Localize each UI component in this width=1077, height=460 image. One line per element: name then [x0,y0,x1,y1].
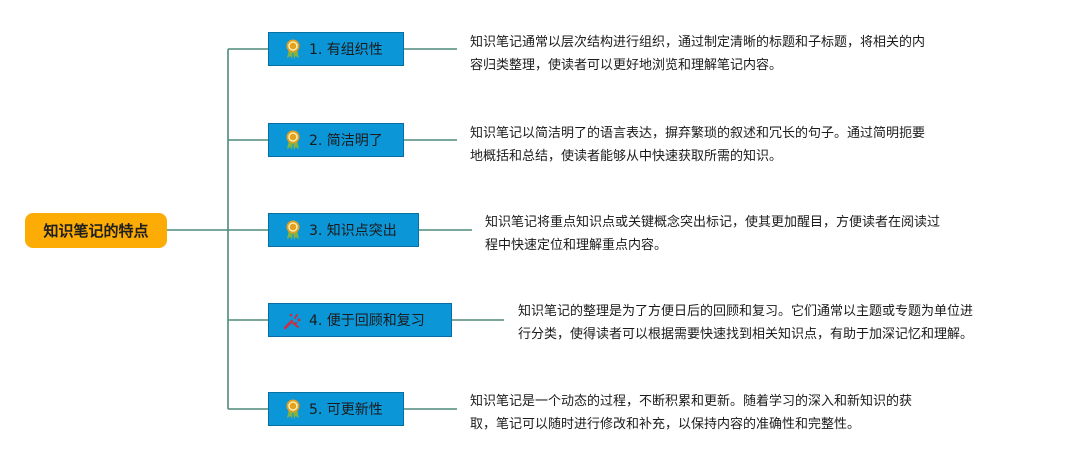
desc-line: 知识笔记是一个动态的过程，不断积累和更新。随着学习的深入和新知识的获 [470,394,913,409]
branch-label-1: 1. 有组织性 [309,42,383,58]
desc-line: 地概括和总结，使读者能够从中快速获取所需的知识。 [470,149,783,164]
ribbon-badge-icon [283,219,303,241]
desc-line: 容归类整理，使读者可以更好地浏览和理解笔记内容。 [470,58,783,73]
ribbon-badge-icon [283,129,303,151]
branch-label-3: 3. 知识点突出 [309,223,397,239]
branch-node-5[interactable]: 5. 可更新性 [268,392,404,426]
branch-node-1[interactable]: 1. 有组织性 [268,32,404,66]
branch-label-4: 4. 便于回顾和复习 [309,313,425,329]
branch-desc-3: 知识笔记将重点知识点或关键概念突出标记，使其更加醒目，方便读者在阅读过 程中快速… [485,211,940,257]
branch-desc-4: 知识笔记的整理是为了方便日后的回顾和复习。它们通常以主题或专题为单位进 行分类，… [518,300,973,346]
ribbon-badge-icon [283,398,303,420]
root-node[interactable]: 知识笔记的特点 [25,213,167,248]
branch-label-5: 5. 可更新性 [309,402,383,418]
branch-label-2: 2. 简洁明了 [309,133,383,149]
branch-desc-2: 知识笔记以简洁明了的语言表达，摒弃繁琐的叙述和冗长的句子。通过简明扼要 地概括和… [470,122,925,168]
root-label: 知识笔记的特点 [43,222,149,240]
desc-line: 行分类，使得读者可以根据需要快速找到相关知识点，有助于加深记忆和理解。 [518,327,974,342]
desc-line: 知识笔记的整理是为了方便日后的回顾和复习。它们通常以主题或专题为单位进 [518,304,974,319]
desc-line: 知识笔记通常以层次结构进行组织，通过制定清晰的标题和子标题，将相关的内 [470,35,926,50]
desc-line: 知识笔记以简洁明了的语言表达，摒弃繁琐的叙述和冗长的句子。通过简明扼要 [470,126,926,141]
desc-line: 取，笔记可以随时进行修改和补充，以保持内容的准确性和完整性。 [470,417,861,432]
branch-node-3[interactable]: 3. 知识点突出 [268,213,419,247]
party-popper-icon [283,309,303,331]
desc-line: 程中快速定位和理解重点内容。 [485,238,668,253]
branch-desc-5: 知识笔记是一个动态的过程，不断积累和更新。随着学习的深入和新知识的获 取，笔记可… [470,390,912,436]
branch-node-2[interactable]: 2. 简洁明了 [268,123,404,157]
ribbon-badge-icon [283,38,303,60]
branch-node-4[interactable]: 4. 便于回顾和复习 [268,303,452,337]
branch-desc-1: 知识笔记通常以层次结构进行组织，通过制定清晰的标题和子标题，将相关的内 容归类整… [470,31,925,77]
desc-line: 知识笔记将重点知识点或关键概念突出标记，使其更加醒目，方便读者在阅读过 [485,215,941,230]
